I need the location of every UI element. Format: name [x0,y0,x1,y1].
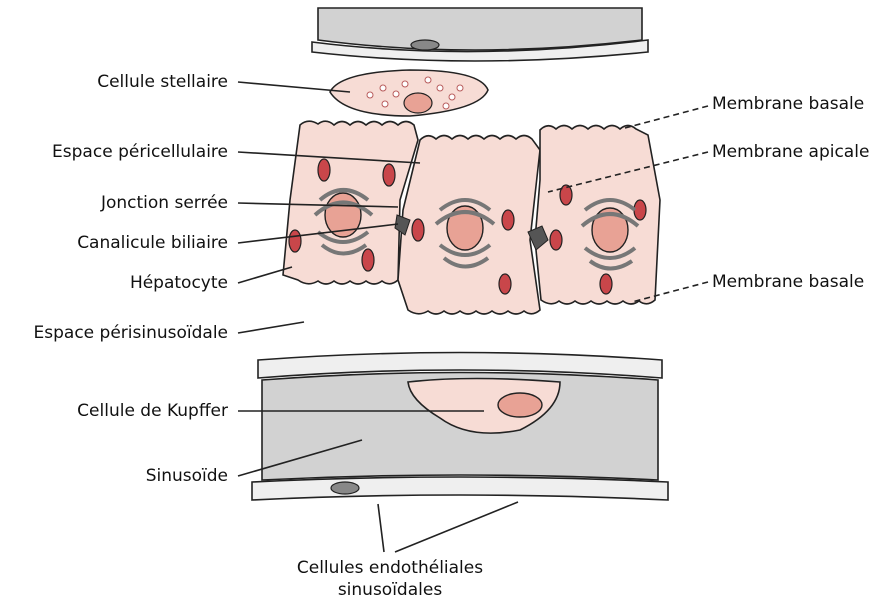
top-sinusoid [312,8,648,61]
hepatocyte-left [283,121,418,284]
label-pericellular: Espace péricellulaire [18,142,228,162]
label-hepatocyte: Hépatocyte [18,273,228,293]
lower-sinusoid [252,353,668,501]
label-bile-canaliculus: Canalicule biliaire [18,233,228,253]
hepatocyte-right [528,126,660,305]
label-kupffer: Cellule de Kupffer [18,401,228,421]
label-basal-membrane-bottom: Membrane basale [712,272,864,292]
stellate-cell [330,70,488,116]
label-endothelial-line-1: Cellules endothéliales [275,558,505,578]
label-stellate: Cellule stellaire [18,72,228,92]
label-sinusoid: Sinusoïde [18,466,228,486]
label-tight-junction: Jonction serrée [18,193,228,213]
label-endothelial-line-2: sinusoïdales [275,580,505,600]
label-basal-membrane-top: Membrane basale [712,94,864,114]
label-apical-membrane: Membrane apicale [712,142,869,162]
label-perisinusoidal: Espace périsinusoïdale [10,323,228,343]
